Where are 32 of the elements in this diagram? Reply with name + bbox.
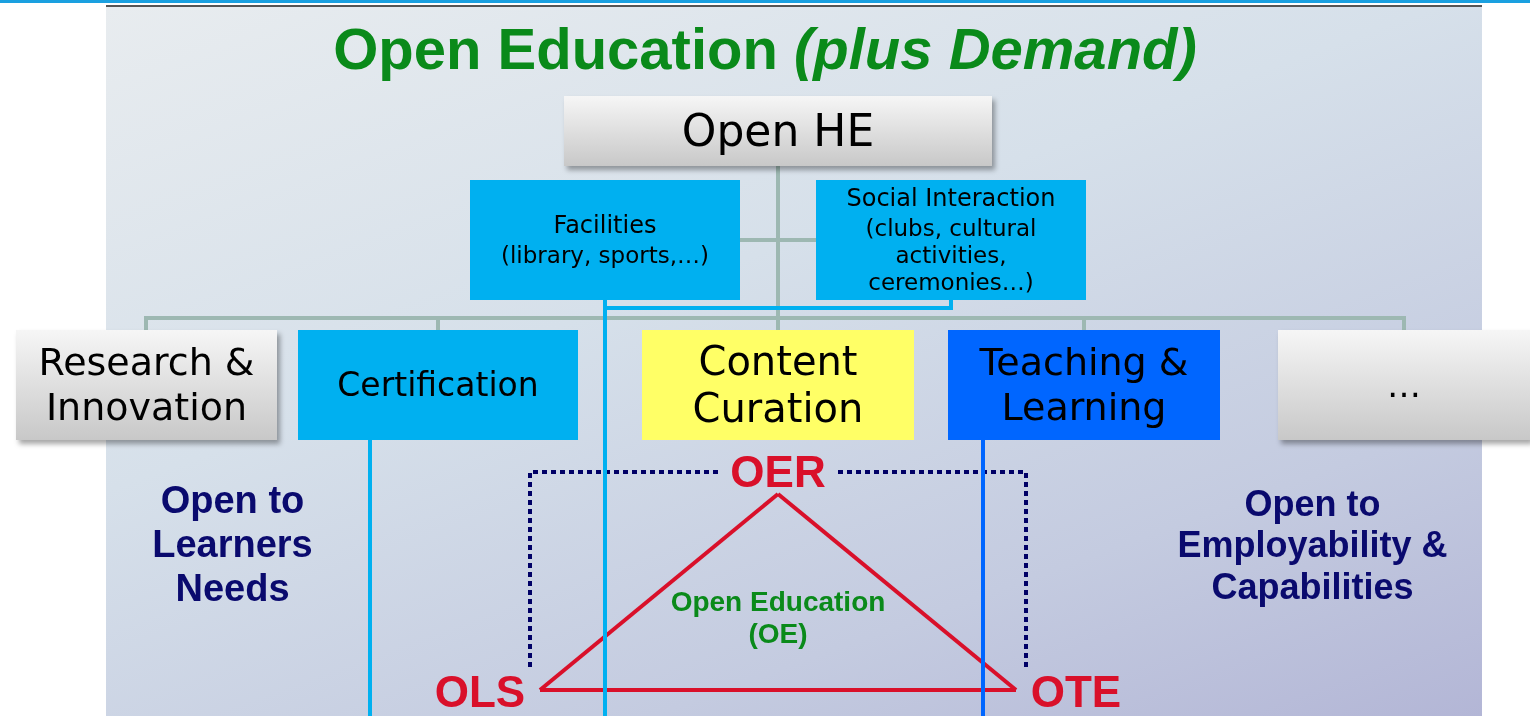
connector-line: [838, 470, 1028, 668]
corner-label: OER: [718, 450, 838, 494]
slide-title: Open Education (plus Demand): [332, 15, 1198, 83]
connector-line: [368, 440, 372, 716]
connector-line: [776, 492, 1018, 692]
gradient-box: [16, 330, 277, 440]
gradient-box: [564, 96, 992, 166]
info-box: [948, 330, 1220, 440]
info-box: [298, 330, 578, 440]
center-text: Open Education (OE): [669, 584, 887, 651]
box-title: Certification: [336, 365, 540, 405]
connector-line: [981, 440, 985, 716]
box-title: Facilities: [552, 210, 658, 240]
gradient-box: [1278, 330, 1530, 440]
info-box: [470, 180, 740, 300]
corner-label: OTE: [1016, 668, 1136, 716]
info-box: [642, 330, 914, 440]
heading-text: Open to Employability & Capabilities: [1176, 481, 1449, 609]
box-description: (clubs, cultural activities, ceremonies…): [864, 214, 1038, 297]
box-title: Open HE: [680, 105, 876, 157]
connector-line: [540, 688, 1016, 692]
box-title: Social Interaction: [845, 183, 1057, 212]
info-box: [816, 180, 1086, 300]
connector-line: [528, 470, 718, 668]
box-title: …: [1386, 364, 1422, 406]
box-title: Research & Innovation: [37, 340, 256, 430]
box-title: Content Curation: [691, 337, 865, 433]
corner-label: OLS: [420, 668, 540, 716]
box-title: Teaching & Learning: [978, 340, 1190, 430]
connector-line: [538, 492, 780, 692]
box-description: (library, sports,…): [500, 242, 710, 270]
heading-text: Open to Learners Needs: [151, 478, 314, 611]
